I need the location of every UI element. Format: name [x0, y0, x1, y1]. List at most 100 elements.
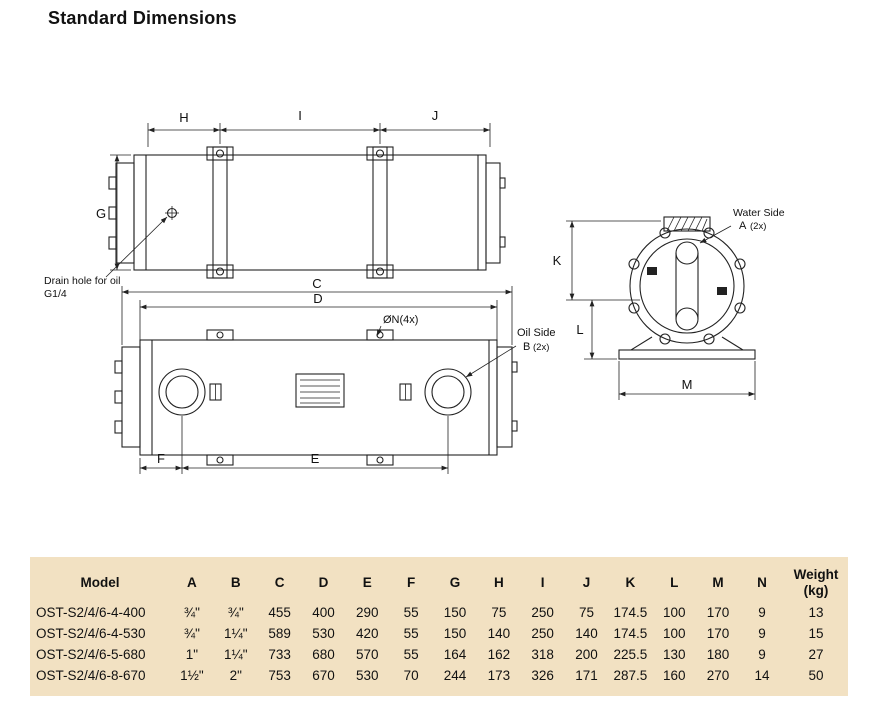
dim-label-h: H — [179, 110, 188, 125]
dim-label-j: J — [432, 108, 439, 123]
value-cell: 1" — [185, 647, 199, 663]
value-cell: 530 — [312, 626, 335, 642]
hole-size-note: ØN(4x) — [383, 314, 418, 326]
drain-hole — [165, 206, 179, 220]
dim-label-e: E — [311, 451, 320, 466]
value-cell: 2" — [229, 668, 242, 684]
value-cell: 162 — [487, 647, 511, 663]
value-cell: 225.5 — [613, 647, 648, 663]
value-cell: 173 — [487, 668, 511, 684]
value-cell: 290 — [356, 605, 379, 621]
value-cell: 55 — [403, 605, 419, 621]
value-cell: 400 — [312, 605, 335, 621]
value-cell: 50 — [808, 668, 824, 684]
dim-label-g: G — [96, 206, 106, 221]
model-cell: OST-S2/4/6-4-400 — [36, 605, 146, 621]
value-cell: 150 — [443, 626, 467, 642]
model-cell: OST-S2/4/6-4-530 — [36, 626, 146, 642]
value-cell: 318 — [531, 647, 554, 663]
column-header: N — [757, 574, 767, 590]
value-cell: 100 — [662, 626, 686, 642]
column-header: G — [449, 574, 461, 590]
value-cell: 680 — [312, 647, 335, 663]
value-cell: 589 — [268, 626, 291, 642]
value-cell: 250 — [531, 626, 554, 642]
value-cell: 150 — [443, 605, 467, 621]
dim-label-m: M — [682, 377, 693, 392]
table-row: OST-S2/4/6-4-530 ¾" 1¼" 589 530 420 55 150 140 25… — [30, 623, 848, 644]
page-title: Standard Dimensions — [48, 8, 237, 28]
column-header: B — [230, 574, 241, 590]
column-header: M — [712, 574, 724, 590]
value-cell: 1¼" — [223, 626, 248, 642]
column-header: D — [318, 574, 329, 590]
value-cell: 55 — [403, 647, 419, 663]
value-cell: 753 — [268, 668, 291, 684]
column-header: J — [582, 574, 591, 590]
value-cell: 140 — [487, 626, 511, 642]
value-cell: 250 — [531, 605, 554, 621]
dim-label-i: I — [298, 108, 302, 123]
water-port-letter: A — [739, 220, 747, 232]
end-view-drawing — [618, 216, 756, 360]
column-header: E — [362, 574, 372, 590]
value-cell: 13 — [808, 605, 824, 621]
plan-view-drawing — [114, 329, 518, 466]
column-header: Model — [80, 574, 120, 590]
value-cell: 100 — [662, 605, 686, 621]
water-side-label: Water Side — [733, 207, 785, 219]
column-header: L — [670, 574, 679, 590]
value-cell: 170 — [706, 626, 730, 642]
water-flange-tab — [663, 216, 711, 232]
column-header: H — [493, 574, 504, 590]
value-cell: ¾" — [227, 605, 244, 621]
mounting-base — [618, 336, 756, 360]
value-cell: 75 — [579, 605, 595, 621]
model-cell: OST-S2/4/6-8-670 — [36, 668, 146, 684]
dim-label-k: K — [553, 253, 562, 268]
value-cell: 570 — [356, 647, 379, 663]
water-port-qty: (2x) — [750, 221, 766, 232]
value-cell: 670 — [312, 668, 335, 684]
column-header: F — [407, 574, 416, 590]
side-view-dimensions: H I J G Drain hole for oil G1/4 — [44, 108, 491, 300]
dim-label-f: F — [157, 451, 165, 466]
value-cell: 15 — [808, 626, 824, 642]
oil-side-label: Oil Side — [517, 327, 556, 339]
value-cell: 733 — [268, 647, 291, 663]
value-cell: 160 — [662, 668, 686, 684]
value-cell: 326 — [531, 668, 554, 684]
end-view-dimensions: K L M Water Side A (2x) — [553, 207, 785, 400]
side-view-drawing — [108, 146, 506, 279]
column-header: Weight (kg) — [793, 567, 839, 598]
value-cell: 244 — [443, 668, 467, 684]
column-header: K — [625, 574, 636, 590]
oil-port-letter: B — [523, 341, 530, 353]
value-cell: ¾" — [183, 605, 200, 621]
value-cell: 174.5 — [613, 605, 648, 621]
value-cell: 530 — [356, 668, 379, 684]
value-cell: ¾" — [183, 626, 200, 642]
oil-port-qty: (2x) — [533, 342, 549, 353]
value-cell: 70 — [403, 668, 419, 684]
value-cell: 27 — [808, 647, 824, 663]
model-cell: OST-S2/4/6-5-680 — [36, 647, 146, 663]
value-cell: 9 — [758, 605, 766, 621]
column-header: A — [187, 574, 197, 590]
value-cell: 130 — [662, 647, 686, 663]
nameplate — [295, 373, 345, 408]
value-cell: 420 — [356, 626, 379, 642]
value-cell: 174.5 — [613, 626, 648, 642]
value-cell: 1¼" — [223, 647, 248, 663]
technical-drawing: H I J G Drain hole for oil G1/4 — [44, 108, 785, 474]
value-cell: 287.5 — [613, 668, 648, 684]
value-cell: 140 — [575, 626, 598, 642]
value-cell: 55 — [403, 626, 419, 642]
plan-view-dimensions: C D ØN(4x) Oil Side B (2x) F E — [121, 276, 556, 474]
